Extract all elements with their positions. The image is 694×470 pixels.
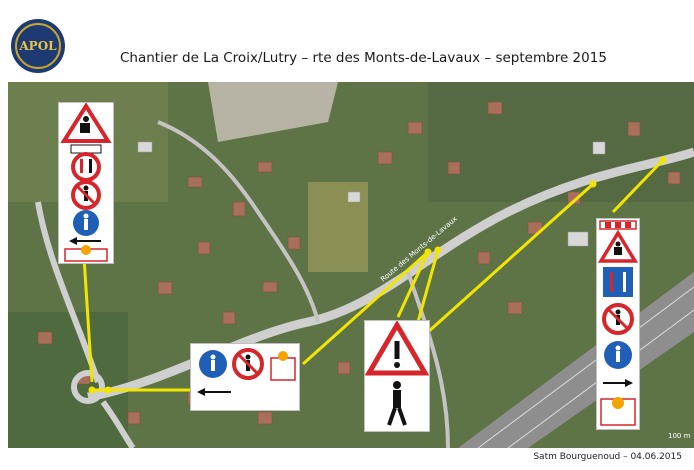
no-pedestrians-sign bbox=[232, 348, 264, 380]
side-road bbox=[157, 120, 320, 323]
logo-text: APOL bbox=[18, 39, 57, 53]
aerial-map: Route des Monts-de-Lavaux 100 m bbox=[8, 82, 694, 448]
priority-over-oncoming-sign bbox=[603, 267, 633, 297]
danger-triangle-sign bbox=[364, 320, 430, 376]
barrier-lamp bbox=[270, 351, 296, 381]
triangle-roadworks-sign bbox=[597, 229, 639, 263]
sign-panel-center bbox=[364, 320, 430, 432]
roundabout bbox=[71, 370, 105, 404]
pedestrian-path-sign bbox=[73, 210, 99, 236]
sign-panel-bottom bbox=[190, 343, 300, 411]
arrow-left-sign bbox=[197, 388, 231, 396]
side-road bbox=[100, 400, 136, 448]
callout-lines bbox=[82, 156, 667, 394]
no-pedestrians-sign bbox=[71, 180, 101, 210]
pedestrian-symbol bbox=[387, 381, 407, 426]
sign-panel-right bbox=[596, 218, 640, 430]
triangle-roadworks-sign bbox=[60, 102, 112, 143]
pedestrian-path-sign bbox=[199, 350, 227, 378]
page-title: Chantier de La Croix/Lutry – rte des Mon… bbox=[120, 50, 607, 66]
barrier-top bbox=[599, 220, 637, 230]
no-pedestrians-sign bbox=[602, 303, 634, 335]
footer-credit: Satm Bourguenoud – 04.06.2015 bbox=[533, 452, 682, 462]
sign-panel-left bbox=[58, 102, 114, 264]
sign-plate bbox=[70, 144, 102, 154]
construction-site bbox=[208, 82, 338, 142]
arrow-right-sign bbox=[603, 379, 633, 387]
apol-logo: APOL bbox=[11, 19, 65, 73]
side-road bbox=[406, 271, 450, 448]
pedestrian-path-sign bbox=[604, 341, 632, 369]
yield-oncoming-sign bbox=[71, 152, 101, 182]
scale-label: 100 m bbox=[668, 432, 691, 440]
arrow-left-sign bbox=[69, 237, 101, 245]
barrier-lamp bbox=[600, 397, 636, 426]
barrier-lamp bbox=[64, 245, 108, 262]
